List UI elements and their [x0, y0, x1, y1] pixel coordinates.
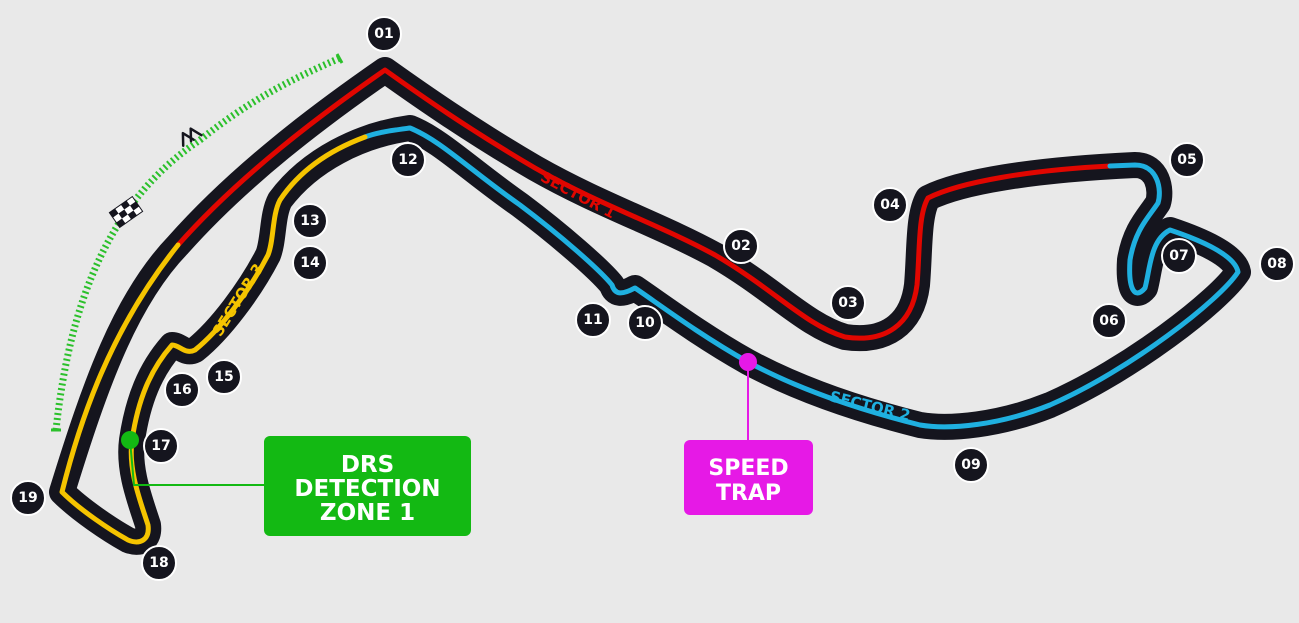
turn-number: 06: [1099, 313, 1118, 329]
speed-trap-line-1: SPEED: [708, 456, 788, 481]
drs-detection-box: DRS DETECTION ZONE 1: [264, 436, 471, 536]
turn-marker-17: 17: [143, 428, 179, 464]
turn-marker-03: 03: [830, 285, 866, 321]
turn-number: 08: [1267, 256, 1286, 272]
turn-number: 19: [18, 490, 37, 506]
turn-number: 12: [398, 152, 417, 168]
turn-number: 15: [214, 369, 233, 385]
turn-number: 13: [300, 213, 319, 229]
turn-marker-02: 02: [723, 228, 759, 264]
turn-marker-06: 06: [1091, 303, 1127, 339]
drs-connector-line: [129, 439, 268, 486]
checkered-flag-icon: [108, 195, 144, 229]
drs-zone-end-tick: [335, 53, 344, 64]
turn-marker-13: 13: [292, 203, 328, 239]
turn-marker-19: 19: [10, 480, 46, 516]
turn-number: 05: [1177, 152, 1196, 168]
turn-marker-14: 14: [292, 245, 328, 281]
sector-2-line: [362, 125, 1241, 430]
speed-trap-point: [739, 353, 757, 371]
turn-number: 02: [731, 238, 750, 254]
turn-marker-18: 18: [141, 545, 177, 581]
turn-number: 10: [635, 315, 655, 331]
drs-box-line-1: DRS: [341, 452, 394, 478]
sector-3-line: [59, 134, 368, 545]
turn-marker-04: 04: [872, 187, 908, 223]
speed-trap-box: SPEED TRAP: [684, 440, 813, 515]
turn-number: 03: [838, 295, 857, 311]
drs-detection-point: [121, 431, 139, 449]
turn-marker-12: 12: [390, 142, 426, 178]
turn-number: 07: [1169, 248, 1188, 264]
turn-number: 01: [374, 26, 393, 42]
turn-number: 09: [961, 457, 980, 473]
sector-3-label: SECTOR 3: [209, 260, 268, 339]
turn-number: 14: [300, 255, 320, 271]
sector-1-line: [175, 67, 1113, 341]
drs-box-line-3: ZONE 1: [320, 500, 415, 526]
turn-number: 04: [880, 197, 900, 213]
turn-number: 18: [149, 555, 168, 571]
drs-box-line-2: DETECTION: [294, 476, 440, 502]
speed-trap-line-2: TRAP: [716, 481, 781, 506]
turn-marker-01: 01: [366, 16, 402, 52]
turn-marker-09: 09: [953, 447, 989, 483]
turn-marker-08: 08: [1259, 246, 1295, 282]
turn-marker-11: 11: [575, 302, 611, 338]
turn-number: 17: [151, 438, 170, 454]
turn-number: 16: [172, 382, 191, 398]
turn-marker-15: 15: [206, 359, 242, 395]
turn-marker-05: 05: [1169, 142, 1205, 178]
turn-number: 11: [583, 312, 602, 328]
drs-zone-strip: [52, 54, 342, 431]
chevron-arrows-icon: [181, 127, 203, 147]
turn-marker-16: 16: [164, 372, 200, 408]
turn-marker-07: 07: [1161, 238, 1197, 274]
turn-marker-10: 10: [627, 305, 663, 341]
